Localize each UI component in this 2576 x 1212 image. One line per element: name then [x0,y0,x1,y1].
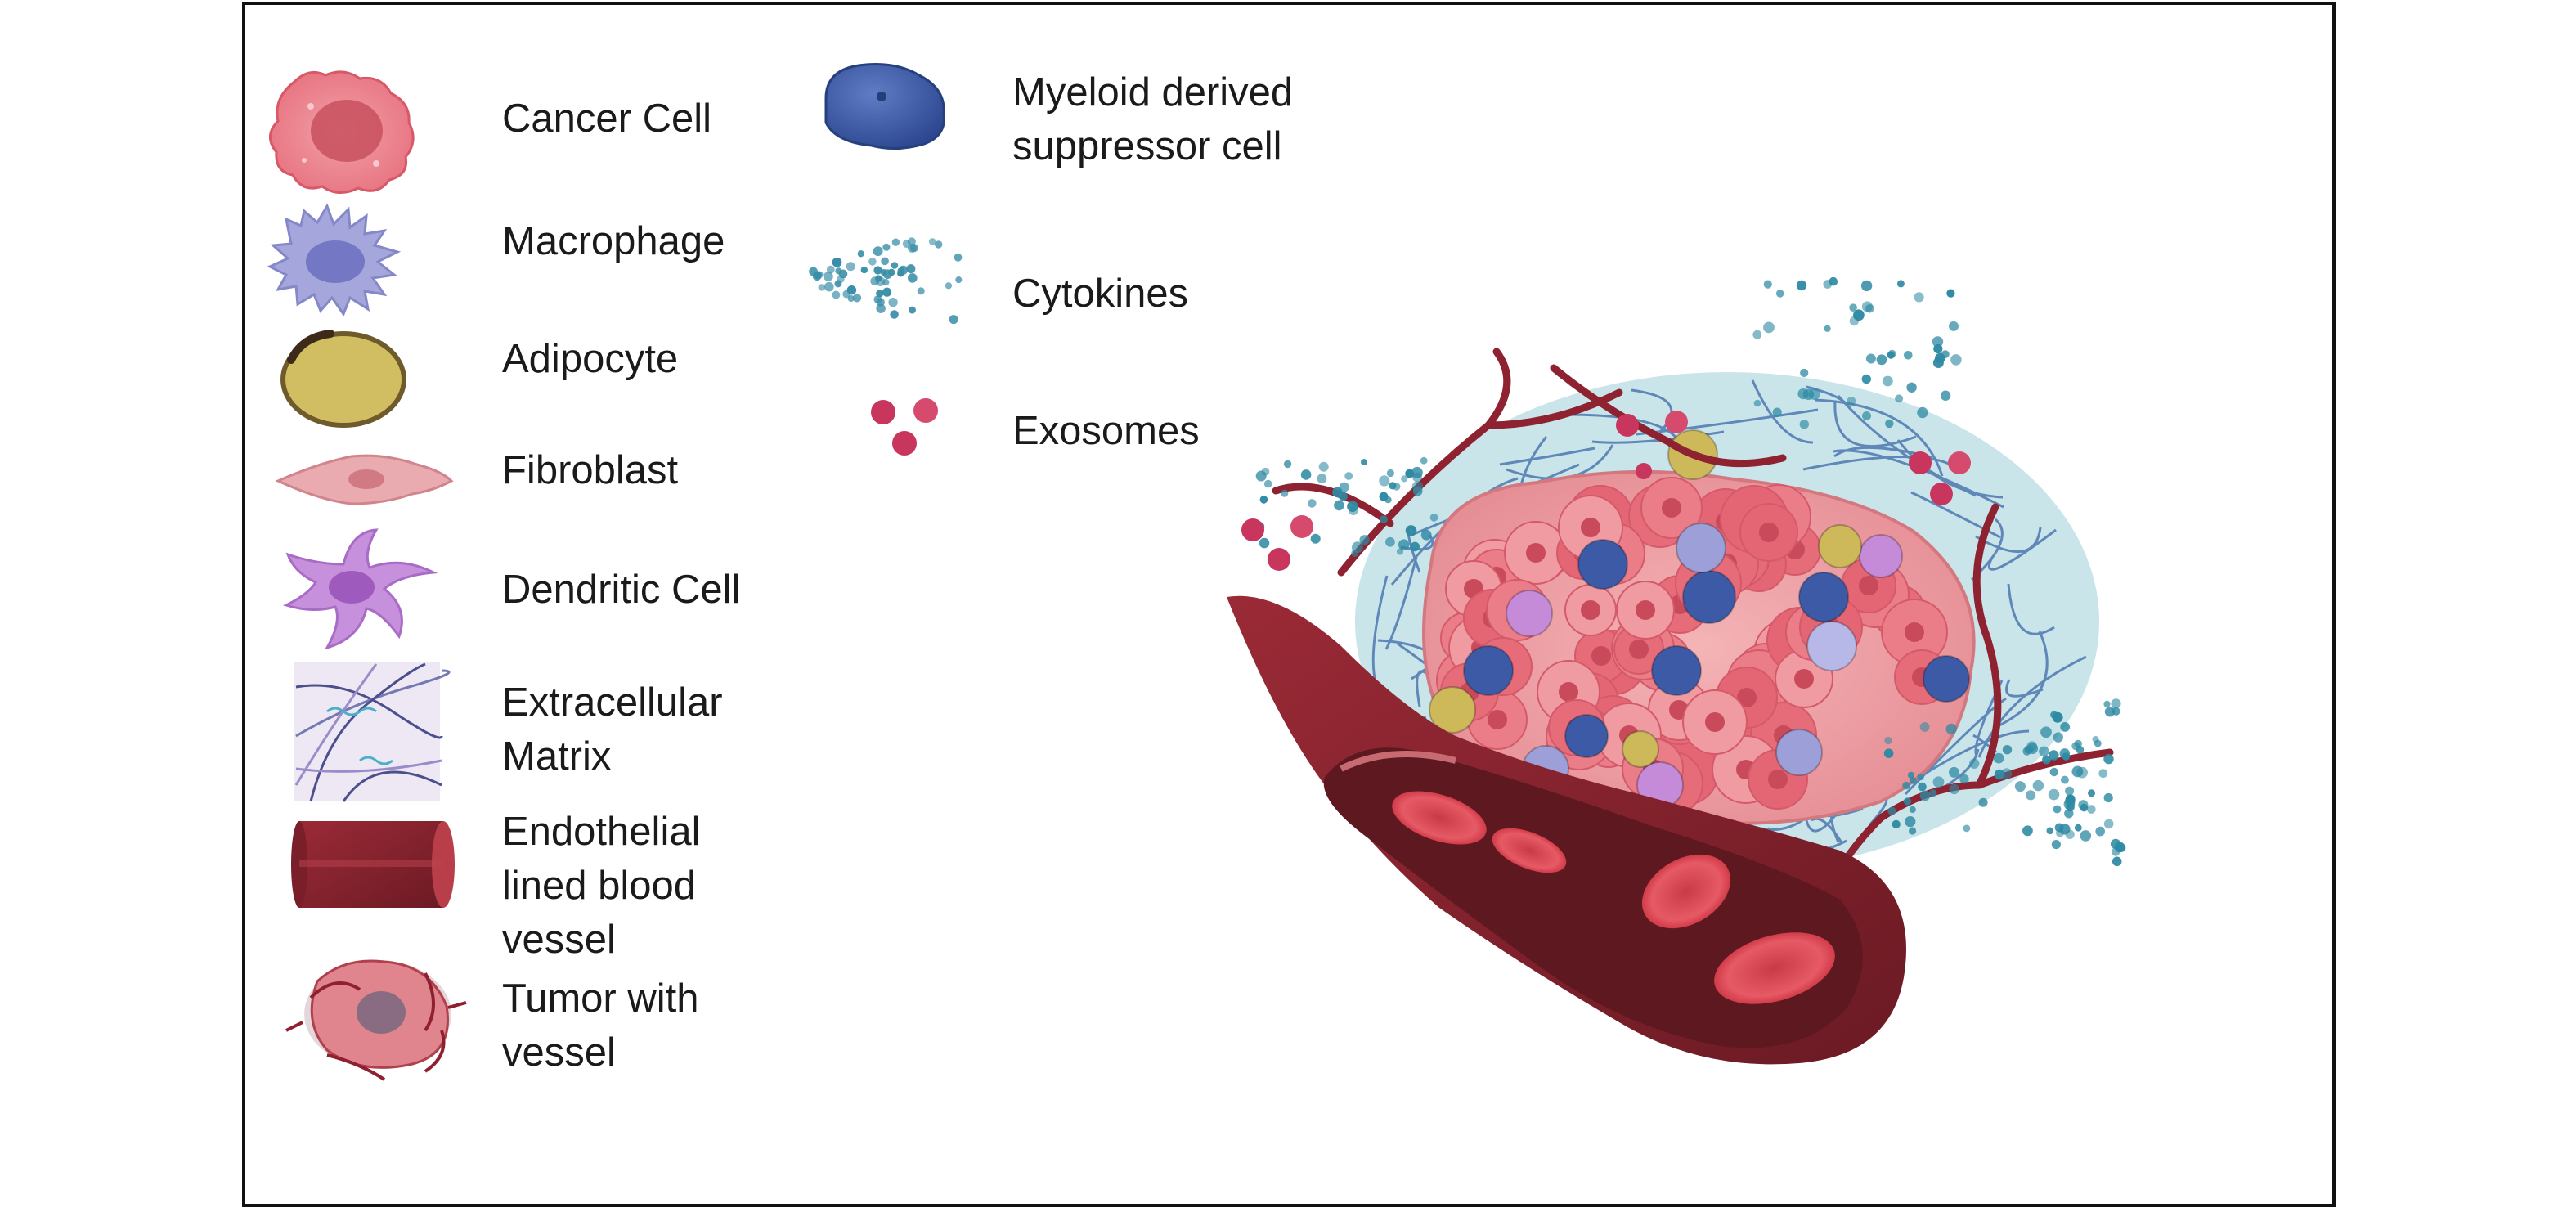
mdsc-icon [824,63,945,150]
extracellular-matrix-icon [294,662,451,802]
legend-label-cytokines: Cytokines [1012,272,1189,316]
legend-label-dendritic-cell: Dendritic Cell [502,568,741,612]
legend-label-macrophage: Macrophage [502,219,725,263]
cancer-cell-icon [269,70,415,194]
legend-label-fibroblast: Fibroblast [502,448,679,492]
main-blood-vessel [1227,595,1906,1065]
legend-label-cancer-cell: Cancer Cell [502,97,711,141]
adipocyte-icon [280,330,406,428]
exosome-particles [1241,411,1971,571]
legend-label-tumor-with-vessel: Tumor with vessel [502,976,699,1075]
cytokines-icon [809,237,963,325]
tumor-cells [1429,429,1970,816]
legend-label-mdsc: Myeloid derived suppressor cell [1012,70,1294,168]
tumor-microenvironment-illustration [1227,276,2126,1065]
macrophage-icon [267,203,402,317]
legend-label-blood-vessel: Endothelial lined blood vessel [502,810,701,962]
tumor-with-vessel-icon [285,959,467,1081]
red-blood-cell [1714,932,1835,1004]
exosomes-icon [871,398,938,456]
red-blood-cell [1492,828,1567,873]
legend-label-adipocyte: Adipocyte [502,337,679,381]
legend-label-extracellular-matrix: Extracellular Matrix [502,680,723,779]
red-blood-cell [1392,791,1487,845]
cytokine-particles [1254,276,2126,867]
red-blood-cell [1641,854,1731,929]
legend-label-exosomes: Exosomes [1012,409,1200,453]
fibroblast-icon [275,454,454,505]
blood-vessel-icon [291,821,455,908]
dendritic-cell-icon [283,528,438,650]
